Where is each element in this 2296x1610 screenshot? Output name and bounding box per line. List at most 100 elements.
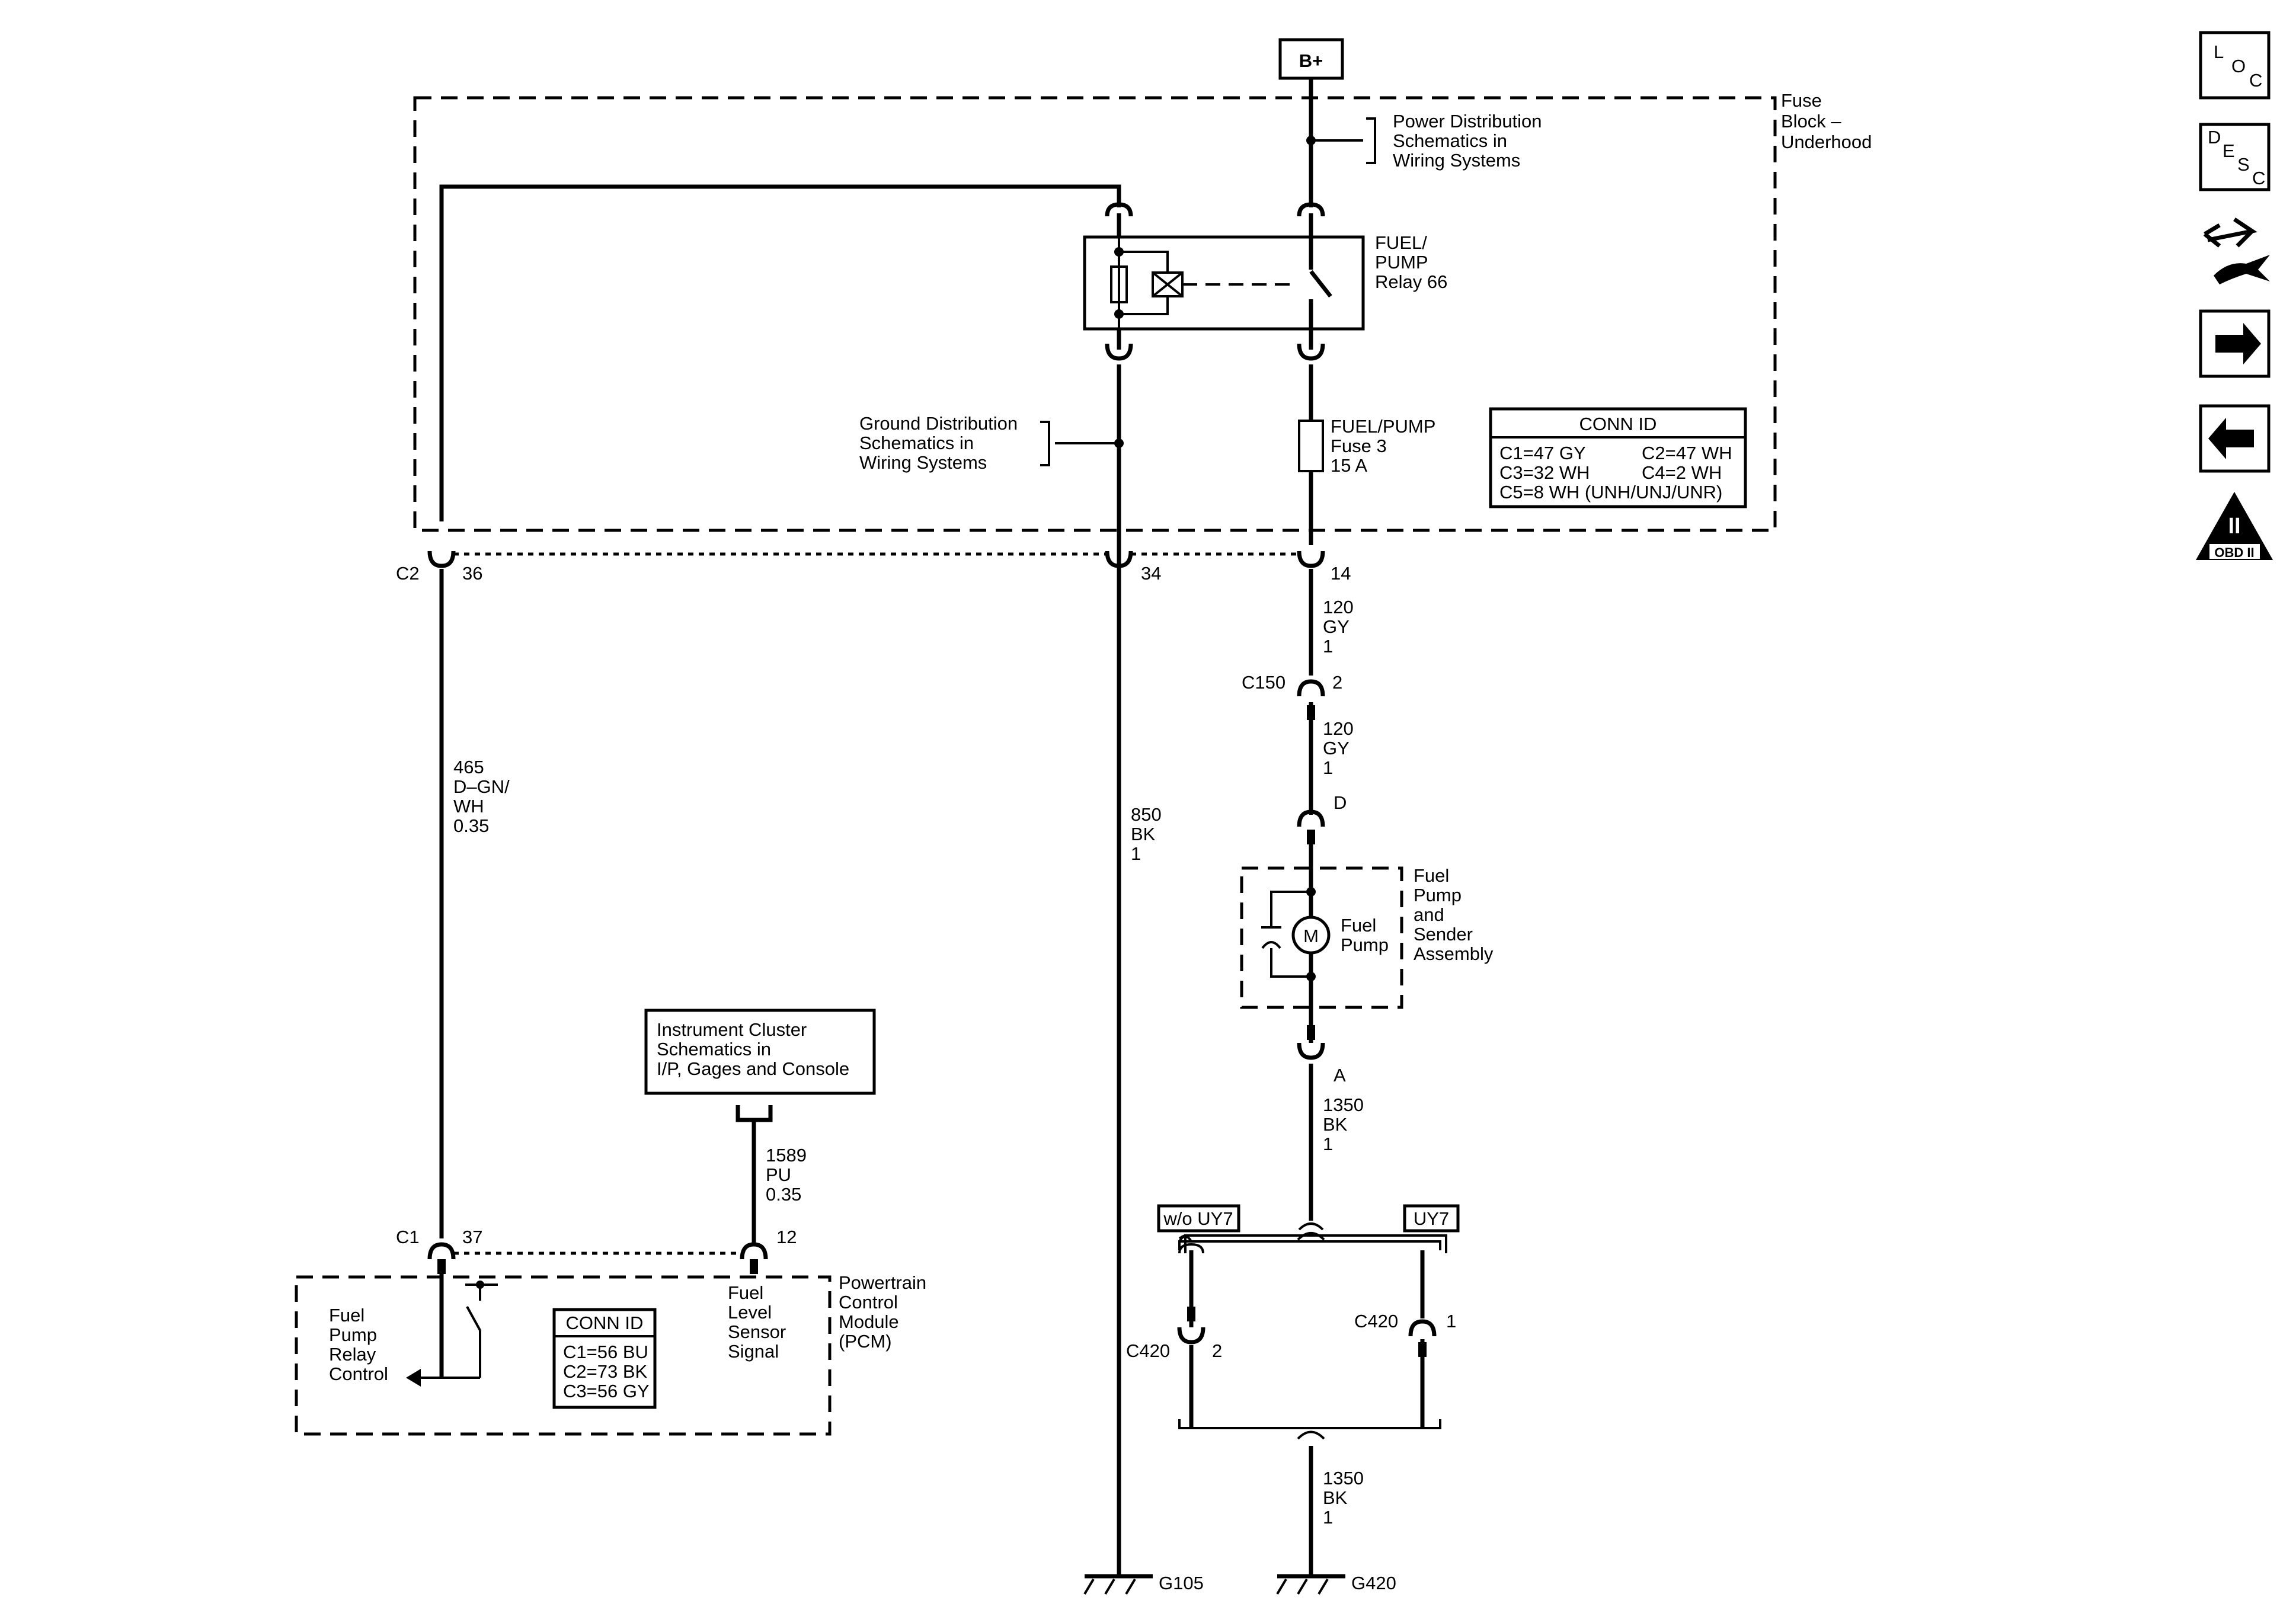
c420-right-pin-label: 1	[1446, 1311, 1456, 1331]
ground-g420: G420	[1276, 1573, 1396, 1595]
svg-text:C4=2 WH: C4=2 WH	[1642, 462, 1722, 483]
svg-text:BK: BK	[1323, 1114, 1348, 1135]
svg-text:GY: GY	[1323, 616, 1350, 637]
svg-text:Powertrain: Powertrain	[839, 1272, 926, 1293]
svg-text:Signal: Signal	[728, 1341, 779, 1362]
svg-text:CONN ID: CONN ID	[566, 1313, 644, 1333]
relay-label: FUEL/ PUMP Relay 66	[1375, 232, 1447, 292]
pcm-boundary	[295, 1275, 832, 1436]
svg-text:Sensor: Sensor	[728, 1321, 786, 1342]
svg-text:Fuel: Fuel	[1414, 865, 1449, 886]
location-view-button[interactable]: L O C	[2199, 31, 2271, 100]
svg-text:E: E	[2223, 140, 2235, 161]
svg-text:850: 850	[1131, 804, 1162, 825]
svg-text:WH: WH	[453, 796, 484, 817]
fuse-block-boundary	[413, 96, 1777, 532]
svg-text:C3=56 GY: C3=56 GY	[563, 1381, 650, 1401]
instrument-cluster-ref: Instrument Cluster Schematics in I/P, Ga…	[644, 1009, 876, 1095]
svg-text:G420: G420	[1351, 1573, 1396, 1593]
pin-14-label: 14	[1331, 563, 1351, 584]
pin-12-label: 12	[776, 1227, 797, 1247]
svg-text:Fuel: Fuel	[329, 1305, 364, 1326]
svg-text:15 A: 15 A	[1331, 455, 1367, 476]
connector-c1-label: C1	[396, 1227, 420, 1247]
battery-supply: B+	[1278, 38, 1344, 80]
svg-text:C2=47 WH: C2=47 WH	[1642, 443, 1732, 463]
svg-text:Schematics in: Schematics in	[1393, 130, 1507, 151]
wrench-diagnostic-icon[interactable]	[2203, 217, 2270, 284]
svg-text:OBD II: OBD II	[2214, 545, 2254, 560]
svg-text:FUEL/PUMP: FUEL/PUMP	[1331, 416, 1435, 437]
fuel-pump-relay-control-label: Fuel Pump Relay Control	[329, 1305, 388, 1384]
svg-text:Control: Control	[839, 1292, 898, 1313]
svg-text:Level: Level	[728, 1302, 772, 1323]
svg-text:Fuse: Fuse	[1781, 90, 1822, 111]
svg-text:C1=47 GY: C1=47 GY	[1499, 443, 1586, 463]
svg-text:1: 1	[1323, 757, 1333, 778]
svg-text:Schematics in: Schematics in	[657, 1039, 771, 1060]
fuel-pump-motor: M	[1291, 916, 1331, 955]
c420-left-pin-label: 2	[1212, 1340, 1222, 1361]
connector-c150-label: C150	[1242, 672, 1285, 693]
svg-text:120: 120	[1323, 597, 1354, 617]
svg-text:L: L	[2214, 41, 2224, 62]
connector-c420-left-label: C420	[1126, 1340, 1170, 1361]
svg-text:Assembly: Assembly	[1414, 943, 1494, 964]
svg-text:Fuel: Fuel	[728, 1282, 763, 1303]
obd-ii-icon[interactable]: II OBD II	[2196, 492, 2273, 560]
svg-text:Module: Module	[839, 1311, 899, 1332]
svg-text:and: and	[1414, 904, 1444, 925]
svg-text:M: M	[1303, 926, 1319, 946]
wire-1589-label: 1589 PU 0.35	[766, 1145, 807, 1205]
svg-text:Control: Control	[329, 1363, 388, 1384]
fuel-level-sensor-signal-label: Fuel Level Sensor Signal	[728, 1282, 786, 1362]
svg-text:D–GN/: D–GN/	[453, 776, 510, 797]
svg-text:C2=73 BK: C2=73 BK	[563, 1361, 648, 1382]
fuse-label: FUEL/PUMP Fuse 3 15 A	[1331, 416, 1435, 476]
svg-text:0.35: 0.35	[766, 1184, 801, 1205]
pcm-conn-id-table: CONN ID C1=56 BU C2=73 BK C3=56 GY	[552, 1308, 657, 1409]
connector-c420-right-label: C420	[1354, 1311, 1398, 1331]
svg-text:D: D	[2208, 127, 2221, 148]
svg-text:Sender: Sender	[1414, 924, 1473, 945]
description-view-button[interactable]: D E S C	[2199, 123, 2271, 191]
svg-text:1: 1	[1323, 1507, 1333, 1528]
fuel-pump-label: Fuel Pump	[1341, 915, 1389, 955]
option-uy7: UY7	[1403, 1204, 1460, 1233]
wire-1350-lower-label: 1350 BK 1	[1323, 1468, 1364, 1528]
svg-text:Fuse 3: Fuse 3	[1331, 436, 1387, 456]
connector-c2-label: C2	[396, 563, 420, 584]
ground-g105: G105	[1083, 1573, 1204, 1595]
pin-36-label: 36	[462, 563, 482, 584]
pcm-title: Powertrain Control Module (PCM)	[839, 1272, 926, 1352]
pin-a-label: A	[1334, 1065, 1346, 1086]
svg-text:1589: 1589	[766, 1145, 807, 1166]
pin-34-label: 34	[1141, 563, 1161, 584]
svg-text:C3=32 WH: C3=32 WH	[1499, 462, 1590, 483]
pin-d-label: D	[1334, 792, 1347, 813]
svg-text:G105: G105	[1159, 1573, 1204, 1593]
fuel-pump-relay	[1083, 235, 1365, 331]
wire-120-upper-label: 120 GY 1	[1323, 597, 1354, 657]
previous-page-arrow-icon[interactable]	[2199, 404, 2271, 473]
wire-1350-upper-label: 1350 BK 1	[1323, 1094, 1364, 1154]
svg-text:O: O	[2231, 56, 2246, 76]
fuse-block-title: Fuse Block – Underhood	[1781, 90, 1872, 152]
svg-text:Relay 66: Relay 66	[1375, 271, 1447, 292]
svg-text:Pump: Pump	[329, 1324, 377, 1345]
svg-text:Block –: Block –	[1781, 111, 1841, 132]
power-distribution-ref: Power Distribution Schematics in Wiring …	[1393, 111, 1542, 171]
c150-pin-label: 2	[1332, 672, 1342, 693]
fuel-pump-assembly-label: Fuel Pump and Sender Assembly	[1414, 865, 1494, 964]
svg-text:1350: 1350	[1323, 1468, 1364, 1489]
next-page-arrow-icon[interactable]	[2199, 309, 2271, 378]
svg-text:(PCM): (PCM)	[839, 1331, 892, 1352]
svg-text:Instrument Cluster: Instrument Cluster	[657, 1019, 807, 1040]
svg-text:Ground Distribution: Ground Distribution	[859, 413, 1018, 434]
svg-text:GY: GY	[1323, 738, 1350, 758]
svg-text:Pump: Pump	[1341, 934, 1389, 955]
supply-label: B+	[1299, 50, 1323, 71]
svg-text:1350: 1350	[1323, 1094, 1364, 1115]
svg-text:Wiring Systems: Wiring Systems	[1393, 150, 1520, 171]
